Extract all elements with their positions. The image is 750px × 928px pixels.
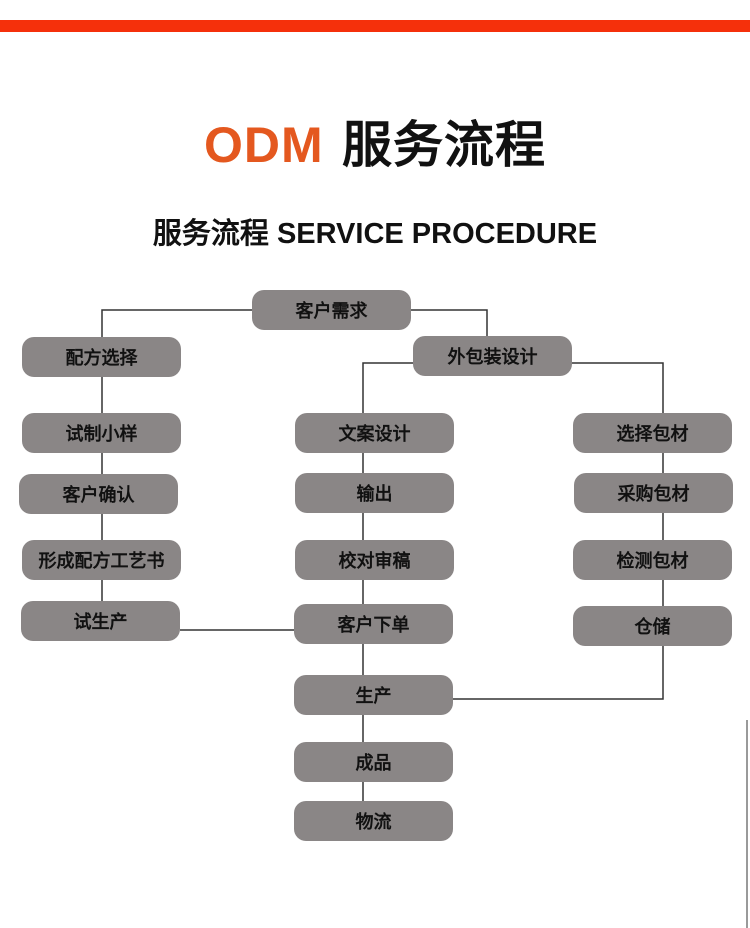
node-trial-production: 试生产 bbox=[21, 601, 180, 641]
connector bbox=[410, 309, 488, 337]
connector bbox=[101, 309, 252, 337]
node-formula-selection: 配方选择 bbox=[22, 337, 181, 377]
node-proofreading: 校对审稿 bbox=[295, 540, 454, 580]
connector bbox=[572, 362, 664, 413]
page-title: ODM 服务流程 bbox=[0, 105, 750, 177]
node-packaging-design: 外包装设计 bbox=[413, 336, 572, 376]
node-trial-sample: 试制小样 bbox=[22, 413, 181, 453]
node-finished-product: 成品 bbox=[294, 742, 453, 782]
page-subtitle: 服务流程 SERVICE PROCEDURE bbox=[152, 218, 598, 250]
node-production: 生产 bbox=[294, 675, 453, 715]
node-purchase-material: 采购包材 bbox=[574, 473, 733, 513]
top-accent-bar bbox=[0, 20, 750, 32]
connector bbox=[362, 362, 413, 413]
title-text: 服务流程 bbox=[342, 116, 547, 174]
brand-text: ODM bbox=[203, 117, 324, 173]
node-customer-order: 客户下单 bbox=[294, 604, 453, 644]
right-edge-line bbox=[746, 720, 748, 928]
node-warehouse: 仓储 bbox=[573, 606, 732, 646]
node-process-document: 形成配方工艺书 bbox=[22, 540, 181, 580]
node-copywriting: 文案设计 bbox=[295, 413, 454, 453]
node-customer-demand: 客户需求 bbox=[252, 290, 411, 330]
node-inspect-material: 检测包材 bbox=[573, 540, 732, 580]
connector bbox=[453, 453, 664, 700]
node-output: 输出 bbox=[295, 473, 454, 513]
node-select-material: 选择包材 bbox=[573, 413, 732, 453]
node-logistics: 物流 bbox=[294, 801, 453, 841]
node-customer-confirm: 客户确认 bbox=[19, 474, 178, 514]
